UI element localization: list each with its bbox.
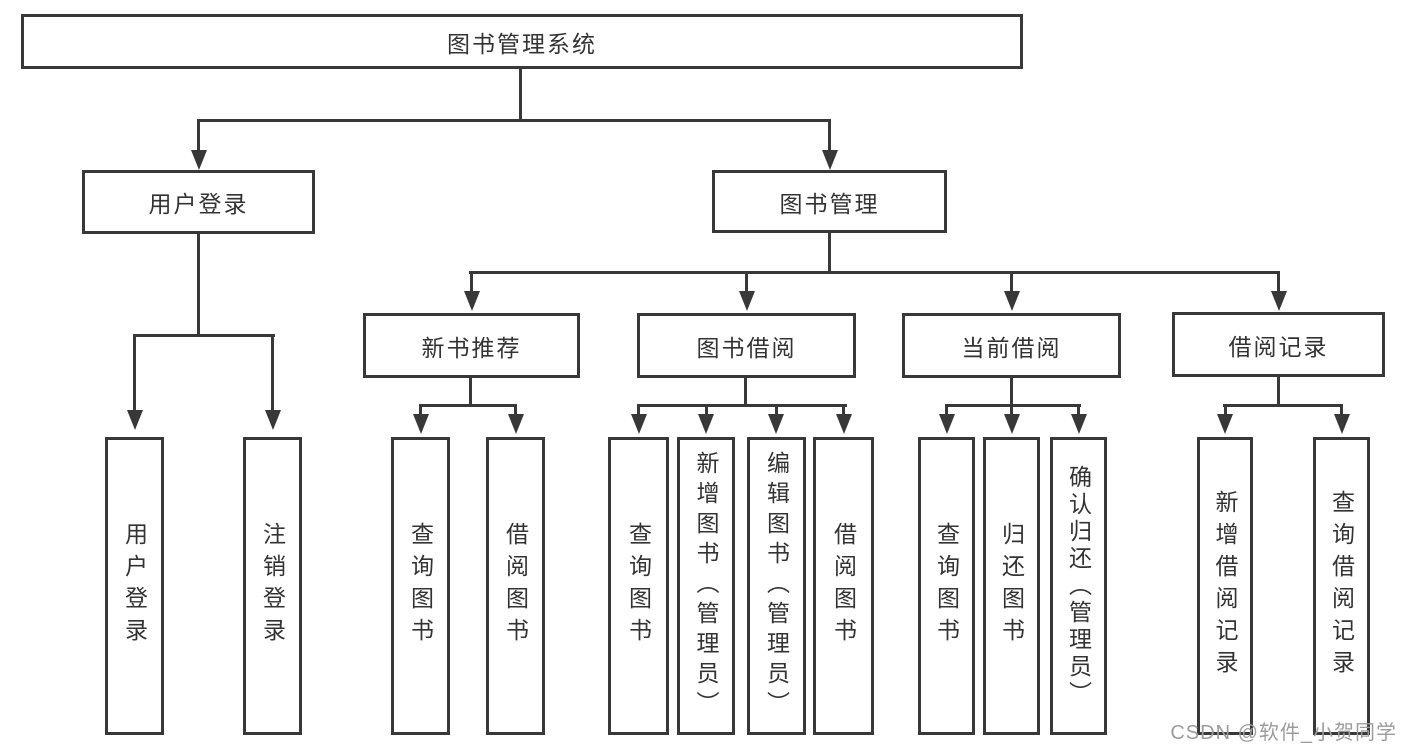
leaf-user-login: 用户登录 <box>105 437 164 735</box>
connector-arrow-shaft <box>828 119 831 150</box>
arrow-down-icon <box>738 291 755 311</box>
node-user-login: 用户登录 <box>82 170 315 234</box>
leaf-borrow-books: 借阅图书 <box>813 437 874 735</box>
connector-arrow-shaft <box>470 271 473 291</box>
leaf-query-books-borrow: 查询图书 <box>608 437 669 735</box>
connector-arrow-shaft <box>514 404 517 414</box>
node-new-book-recommend: 新书推荐 <box>363 313 580 378</box>
connector-line <box>469 378 472 406</box>
connector-line <box>945 404 1081 407</box>
connector-arrow-shaft <box>1223 404 1227 414</box>
connector-arrow-shaft <box>774 404 778 414</box>
node-book-management: 图书管理 <box>712 170 947 233</box>
connector-line <box>1223 404 1343 407</box>
leaf-query-borrow-record: 查询借阅记录 <box>1313 437 1370 735</box>
arrow-down-icon <box>264 410 281 430</box>
arrow-down-icon <box>412 414 429 434</box>
leaf-confirm-return-admin: 确认归还（管理员） <box>1050 437 1107 735</box>
arrow-down-icon <box>1003 414 1020 434</box>
arrow-down-icon <box>126 410 143 430</box>
arrow-down-icon <box>938 414 955 434</box>
connector-line <box>828 233 831 273</box>
connector-arrow-shaft <box>945 404 948 414</box>
leaf-query-books-current: 查询图书 <box>918 437 975 735</box>
csdn-watermark: CSDN @软件_小贺同学 <box>1170 722 1397 744</box>
connector-arrow-shaft <box>1277 271 1280 291</box>
connector-arrow-shaft <box>745 271 748 291</box>
connector-arrow-shaft <box>1010 404 1013 414</box>
leaf-add-book-admin: 新增图书（管理员） <box>677 437 735 735</box>
connector-line <box>133 334 275 337</box>
connector-line <box>197 119 831 122</box>
connector-line <box>197 234 200 334</box>
leaf-borrow-books-recommend: 借阅图书 <box>486 437 545 735</box>
leaf-return-book: 归还图书 <box>983 437 1040 735</box>
connector-arrow-shaft <box>637 404 640 414</box>
connector-line <box>519 69 522 120</box>
connector-arrow-shaft <box>1010 271 1013 291</box>
arrow-down-icon <box>463 291 480 311</box>
leaf-logout: 注销登录 <box>243 437 302 735</box>
node-library-system: 图书管理系统 <box>21 14 1023 69</box>
connector-line <box>1010 378 1013 406</box>
node-borrow-records: 借阅记录 <box>1172 312 1385 377</box>
arrow-down-icon <box>1333 414 1350 434</box>
arrow-down-icon <box>1270 291 1287 311</box>
node-book-borrow: 图书借阅 <box>637 313 856 378</box>
arrow-down-icon <box>768 414 784 434</box>
connector-arrow-shaft <box>419 404 422 414</box>
arrow-down-icon <box>630 414 647 434</box>
connector-arrow-shaft <box>842 404 845 414</box>
connector-line <box>1277 377 1280 405</box>
arrow-down-icon <box>1217 414 1233 434</box>
connector-line <box>744 378 747 406</box>
arrow-down-icon <box>1003 291 1020 311</box>
arrow-down-icon <box>835 414 852 434</box>
leaf-add-borrow-record: 新增借阅记录 <box>1197 437 1253 735</box>
arrow-down-icon <box>507 414 524 434</box>
connector-arrow-shaft <box>704 404 708 414</box>
connector-arrow-shaft <box>1077 404 1080 414</box>
arrow-down-icon <box>821 150 838 170</box>
node-current-borrow: 当前借阅 <box>902 313 1121 378</box>
connector-arrow-shaft <box>271 334 274 410</box>
arrow-down-icon <box>698 414 714 434</box>
arrow-down-icon <box>190 150 207 170</box>
connector-arrow-shaft <box>133 334 136 410</box>
arrow-down-icon <box>1070 414 1087 434</box>
connector-arrow-shaft <box>197 119 200 150</box>
leaf-edit-book-admin: 编辑图书（管理员） <box>747 437 806 735</box>
leaf-query-books-recommend: 查询图书 <box>391 437 450 735</box>
connector-line <box>419 404 517 407</box>
connector-line <box>469 271 1280 274</box>
connector-line <box>637 404 847 407</box>
connector-arrow-shaft <box>1340 404 1343 414</box>
